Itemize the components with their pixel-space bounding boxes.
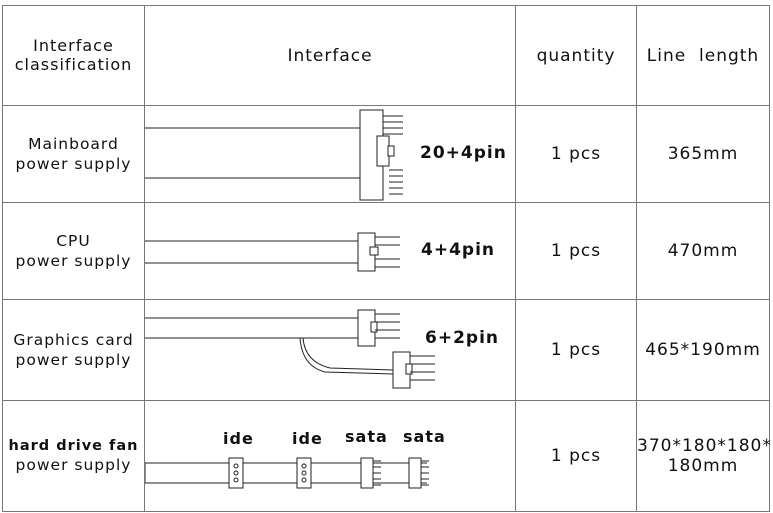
header-quantity: quantity <box>515 5 637 106</box>
connector-label: sata <box>403 427 446 446</box>
quantity-cell: 1 pcs <box>515 299 637 401</box>
row-classification: hard drive fan power supply <box>2 400 145 512</box>
length-cell: 470mm <box>636 202 770 300</box>
row-classification: CPU power supply <box>2 202 145 300</box>
table-row: CPU power supply 4+4pin 1 pcs <box>2 202 770 300</box>
classification-line1: Mainboard <box>28 134 119 153</box>
quantity-cell: 1 pcs <box>515 105 637 203</box>
length-line1: 370*180*180* <box>637 435 772 456</box>
table-row: hard drive fan power supply <box>2 400 772 512</box>
interface-spec-table: Interface classification Interface quant… <box>2 5 772 512</box>
length-cell: 370*180*180* 180mm <box>636 400 772 512</box>
header-interface: Interface <box>144 5 516 106</box>
quantity-cell: 1 pcs <box>515 400 637 512</box>
classification-line1: CPU <box>56 231 91 250</box>
header-classification-line2: classification <box>14 54 133 74</box>
pin-label: 4+4pin <box>421 240 495 260</box>
mainboard-connector-diagram <box>145 109 403 201</box>
connector-label: ide <box>292 429 323 448</box>
header-classification-line1: Interface <box>33 36 114 56</box>
gpu-connector-diagram <box>145 309 435 389</box>
classification-line2: power supply <box>15 456 132 475</box>
length-line2: 180mm <box>667 456 739 476</box>
header-row: Interface classification Interface quant… <box>2 5 770 106</box>
pin-label: 6+2pin <box>425 328 499 348</box>
header-classification: Interface classification <box>2 5 145 106</box>
length-line1: 365mm <box>667 143 739 164</box>
connector-label: ide <box>223 429 254 448</box>
classification-line2: power supply <box>15 351 132 369</box>
interface-cell: 20+4pin <box>144 105 516 203</box>
length-line1: 470mm <box>667 240 739 261</box>
interface-cell: 4+4pin <box>144 202 516 300</box>
classification-line2: power supply <box>15 252 132 270</box>
row-classification: Graphics card power supply <box>2 299 145 401</box>
length-cell: 465*190mm <box>636 299 770 401</box>
connector-label: sata <box>345 427 388 446</box>
cpu-connector-diagram <box>145 232 400 272</box>
length-line1: 465*190mm <box>645 339 761 360</box>
row-classification: Mainboard power supply <box>2 105 145 203</box>
pin-label: 20+4pin <box>420 143 507 163</box>
classification-line2: power supply <box>15 155 132 173</box>
length-cell: 365mm <box>636 105 770 203</box>
interface-cell: ide ide sata sata <box>144 400 516 512</box>
header-line-length: Line length <box>636 5 770 106</box>
table-row: Mainboard power supply <box>2 105 770 203</box>
quantity-cell: 1 pcs <box>515 202 637 300</box>
classification-line1: hard drive fan <box>8 437 139 454</box>
table-row: Graphics card power supply <box>2 299 770 401</box>
drive-fan-connector-diagram <box>145 457 429 489</box>
classification-line1: Graphics card <box>13 330 134 349</box>
interface-cell: 6+2pin <box>144 299 516 401</box>
